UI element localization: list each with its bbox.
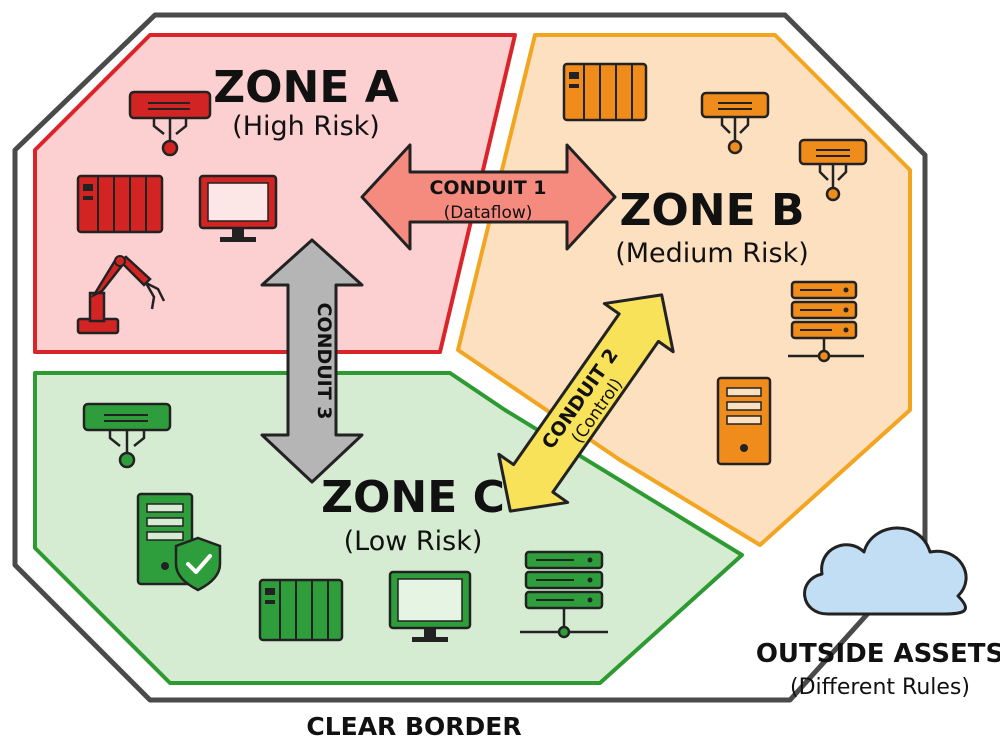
- monitor-icon: [388, 570, 472, 642]
- server-stack-icon: [788, 280, 864, 363]
- plc-rack-icon: [76, 174, 164, 234]
- robot-arm-icon: [76, 255, 166, 335]
- conduit-1-subtitle: (Dataflow): [444, 203, 533, 223]
- zone-c-title: ZONE C: [321, 472, 505, 523]
- outside-assets-title: OUTSIDE ASSETS: [756, 639, 1000, 669]
- secure-server-icon: [136, 492, 222, 592]
- zone-b-subtitle: (Medium Risk): [615, 238, 809, 269]
- zone-a-subtitle: (High Risk): [232, 111, 380, 142]
- zone-b-title: ZONE B: [619, 185, 804, 236]
- sensor-icon: [798, 138, 868, 202]
- sensor-icon: [128, 90, 212, 157]
- sensor-icon: [82, 402, 172, 469]
- server-stack-icon: [520, 550, 608, 639]
- clear-border-label: CLEAR BORDER: [306, 712, 521, 741]
- zone-a-title: ZONE A: [213, 62, 399, 113]
- outside-assets-subtitle: (Different Rules): [790, 675, 970, 700]
- cloud-icon: [803, 526, 968, 616]
- conduit-1-arrow: CONDUIT 1 (Dataflow): [360, 143, 617, 251]
- zone-c-subtitle: (Low Risk): [344, 526, 483, 557]
- tower-server-icon: [716, 376, 772, 466]
- conduit-1-title: CONDUIT 1: [429, 177, 546, 199]
- monitor-icon: [198, 174, 278, 242]
- conduit-3-title: CONDUIT 3: [313, 302, 335, 419]
- sensor-icon: [700, 91, 770, 155]
- conduit-3-arrow: CONDUIT 3: [260, 238, 364, 484]
- plc-rack-icon: [562, 62, 648, 122]
- plc-rack-icon: [258, 578, 344, 642]
